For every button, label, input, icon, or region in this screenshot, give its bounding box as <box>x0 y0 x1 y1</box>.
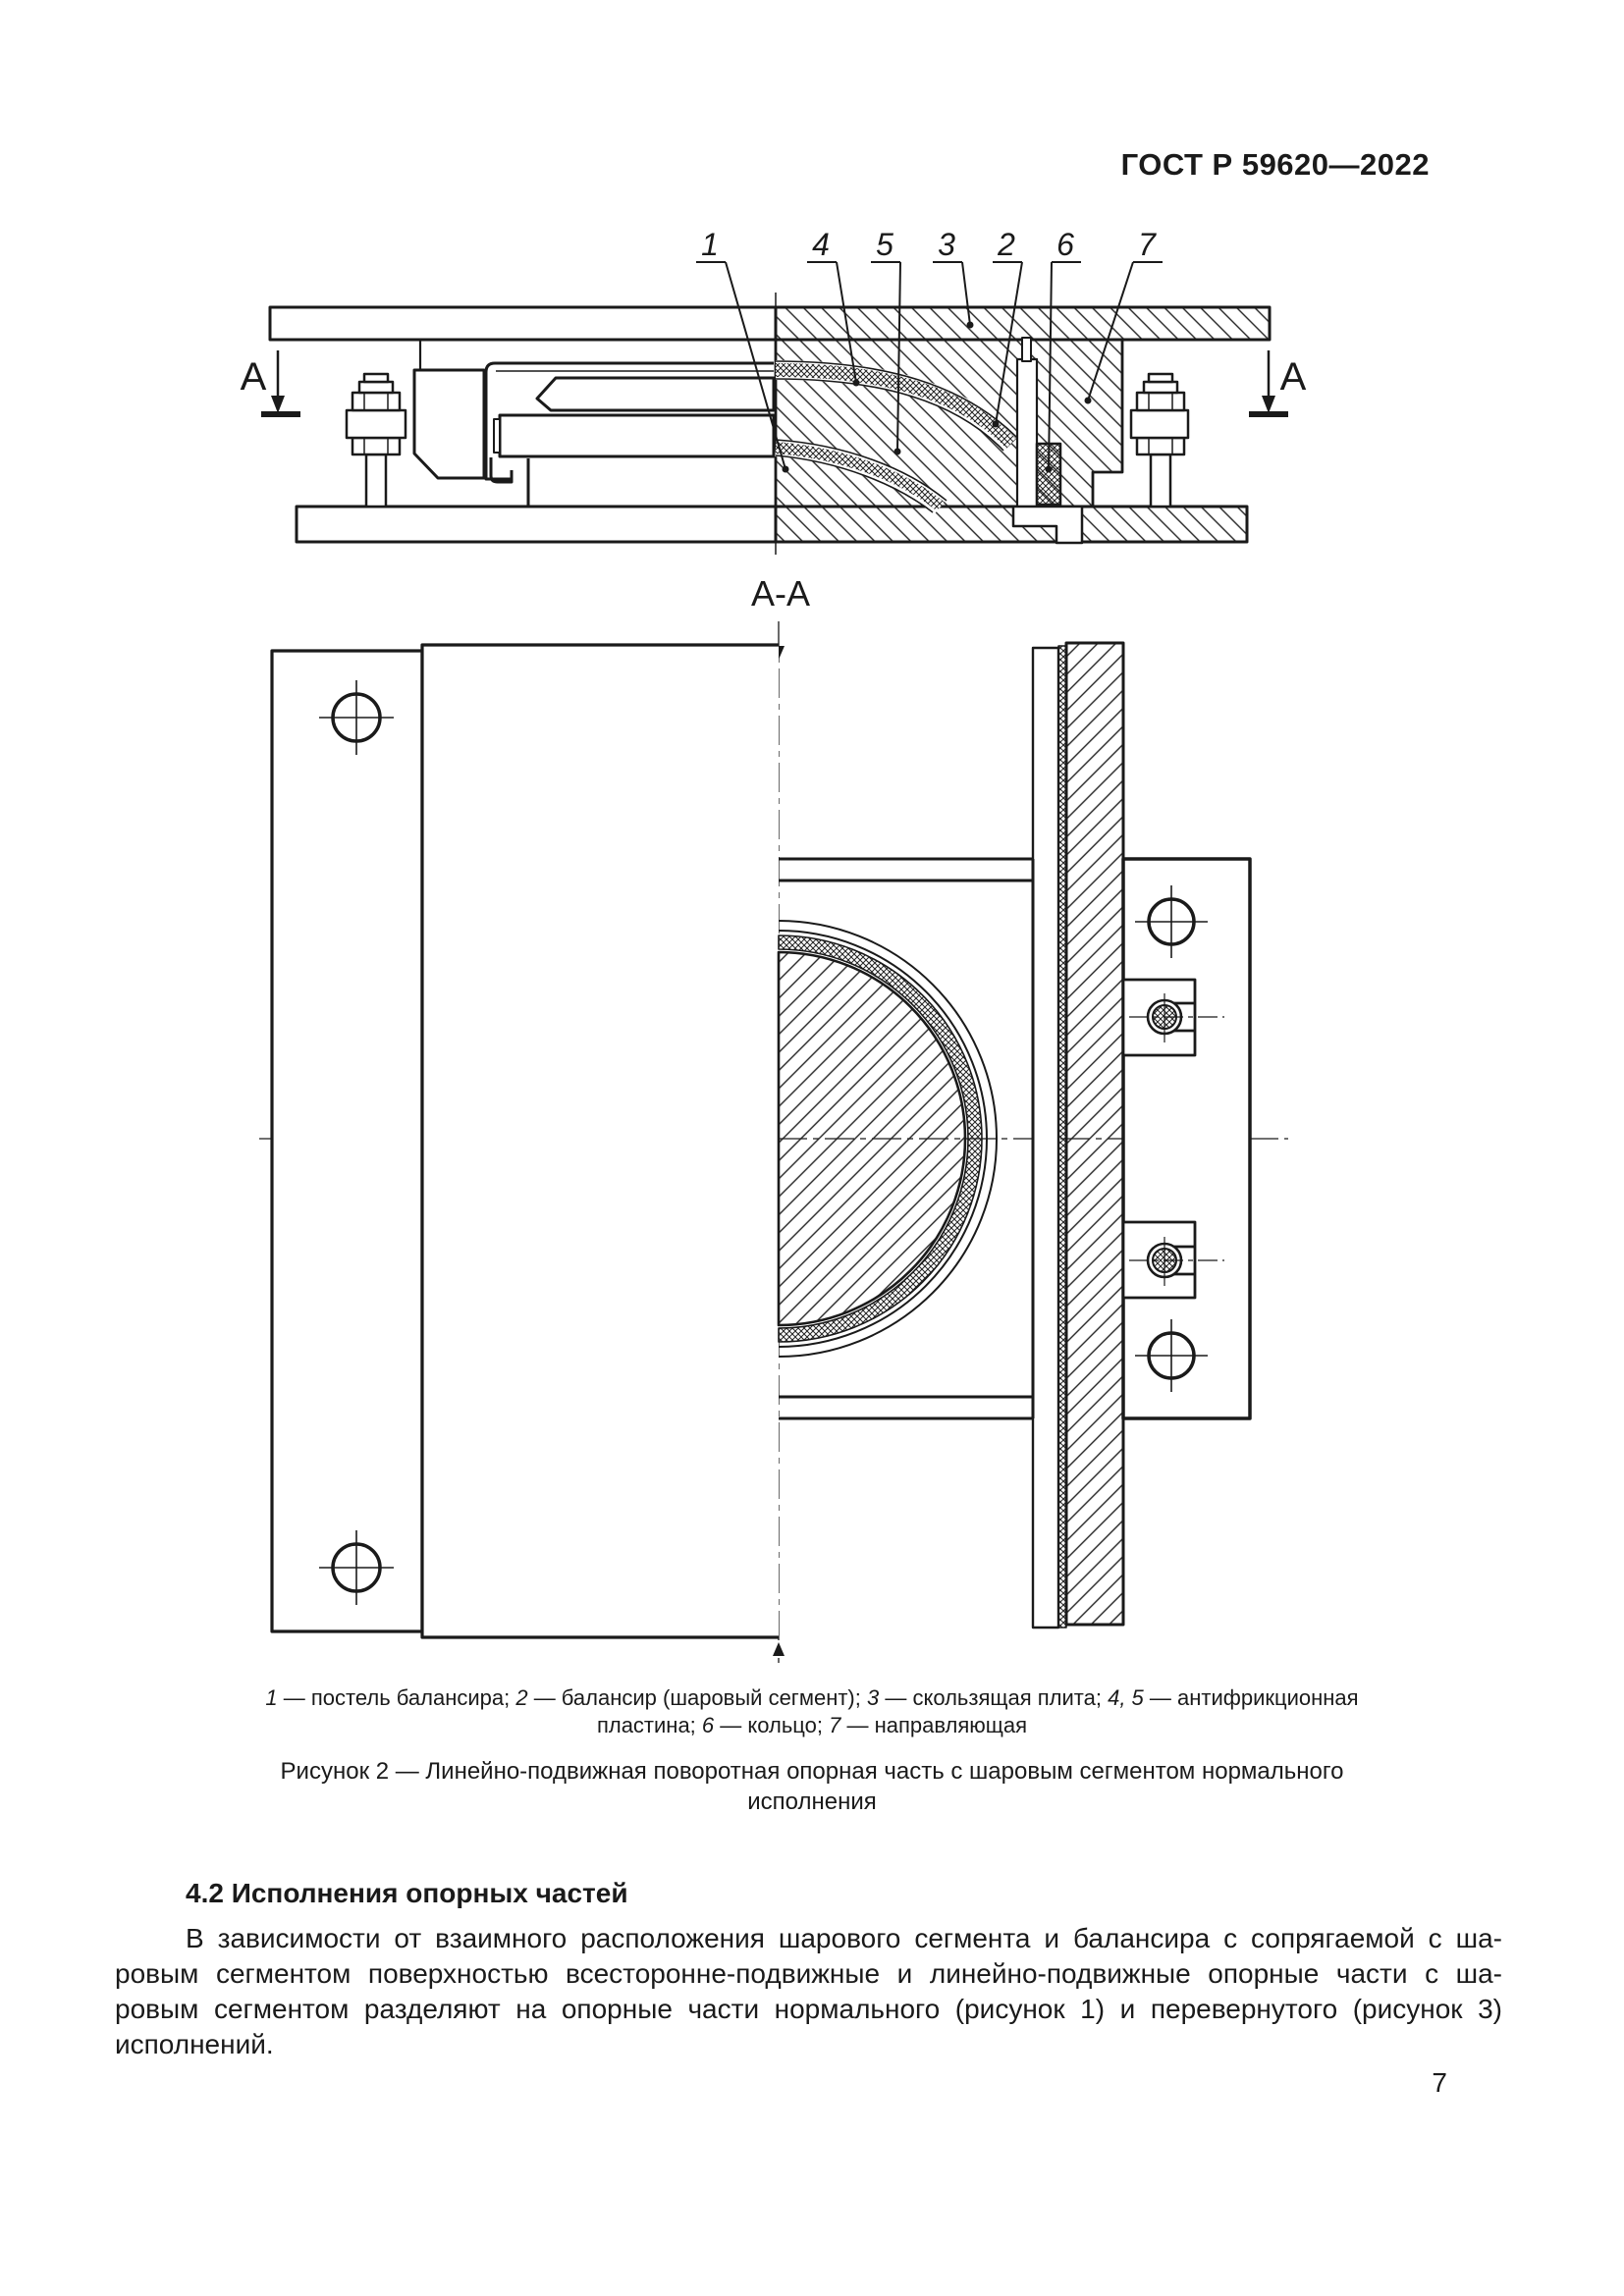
figure-legend: 1 — постель балансира; 2 — балансир (шар… <box>118 1684 1506 1739</box>
sphere-outer-arc <box>778 920 998 1358</box>
bed-outline <box>420 643 779 1639</box>
view-title: А-А <box>751 573 810 614</box>
figure-caption-line-2: исполнения <box>747 1789 877 1815</box>
balancer-upper-slab <box>535 376 776 412</box>
section-mark-left: А <box>241 350 300 417</box>
retainer-hook <box>489 457 514 484</box>
guide-plate-hole-top <box>1135 885 1208 958</box>
figure-1-section-view: А А 1 4 5 3 2 6 7 <box>241 227 1307 555</box>
anchor-bolt-right <box>1129 372 1190 508</box>
callout-4: 4 <box>812 227 830 262</box>
sphere-second-arc <box>778 930 988 1348</box>
callout-6: 6 <box>1056 227 1074 262</box>
paragraph-line: ровым сегментом разделяют на опорные час… <box>115 1994 1502 2024</box>
centerline-arrow-bottom <box>773 1642 785 1656</box>
balancer-upstand <box>1015 357 1039 508</box>
callout-5: 5 <box>876 227 893 262</box>
figure-caption: Рисунок 2 — Линейно-подвижная поворотная… <box>118 1756 1506 1817</box>
figure-caption-line-1: Рисунок 2 — Линейно-подвижная поворотная… <box>280 1758 1344 1785</box>
rim-strip <box>484 361 774 481</box>
legend-line-2: пластина; 6 — кольцо; 7 — направляющая <box>596 1713 1028 1737</box>
pin <box>1021 337 1032 362</box>
left-plate-hole-bottom <box>319 1530 394 1605</box>
legend-line-1: 1 — постель балансира; 2 — балансир (шар… <box>265 1685 1359 1710</box>
guide-hook <box>1011 505 1084 545</box>
document-header: ГОСТ Р 59620—2022 <box>1120 147 1430 182</box>
callout-3: 3 <box>938 227 955 262</box>
body-paragraph: В зависимости от взаимного расположения … <box>115 1921 1502 2062</box>
guide-plate-hole-bottom <box>1135 1319 1208 1392</box>
section-letter-right: А <box>1280 355 1307 399</box>
section-heading: 4.2 Исполнения опорных частей <box>186 1878 628 1908</box>
paragraph-line: ровым сегментом поверхностью всесторонне… <box>115 1958 1502 1989</box>
callout-1: 1 <box>701 227 719 262</box>
clamp-bracket-top <box>1121 978 1224 1057</box>
left-plate-hole-top <box>319 680 394 755</box>
balancer-block-edges <box>779 857 1035 1420</box>
balancer-bar <box>498 413 776 458</box>
bottom-plate-left <box>295 505 778 544</box>
sphere-segment-hatched <box>777 950 967 1327</box>
figure-1-callouts: 1 4 5 3 2 6 7 <box>696 227 1163 473</box>
balancer-bar-end <box>493 418 501 454</box>
antifriction-plate-lower-hatch <box>775 442 945 511</box>
sphere-antifriction-band <box>778 934 983 1343</box>
right-guide-plate <box>1121 857 1252 1420</box>
top-plate-left <box>268 305 778 342</box>
paragraph-line: исполнений. <box>115 2029 274 2059</box>
antifriction-plate-lower-edges <box>775 439 947 513</box>
antifriction-plate-upper-hatch <box>775 363 1017 449</box>
top-plate-right-hatched <box>774 305 1272 342</box>
section-letter-left: А <box>241 355 267 399</box>
left-anchor-plate <box>270 649 424 1633</box>
paragraph-line: В зависимости от взаимного расположения … <box>186 1923 1502 1953</box>
clamp-bracket-bottom <box>1121 1220 1224 1300</box>
sliding-plate-strip <box>1064 641 1125 1627</box>
callout-2: 2 <box>997 227 1015 262</box>
anchor-bolt-left <box>345 372 407 508</box>
figure-2-plan-view: А-А <box>259 573 1288 1663</box>
bottom-plate-right-hatched <box>774 505 1249 544</box>
section-mark-right: А <box>1249 350 1307 417</box>
page-number: 7 <box>1432 2067 1447 2098</box>
hanger-bracket <box>412 368 486 480</box>
callout-7: 7 <box>1138 227 1157 262</box>
guide-strip-white <box>1031 646 1060 1629</box>
